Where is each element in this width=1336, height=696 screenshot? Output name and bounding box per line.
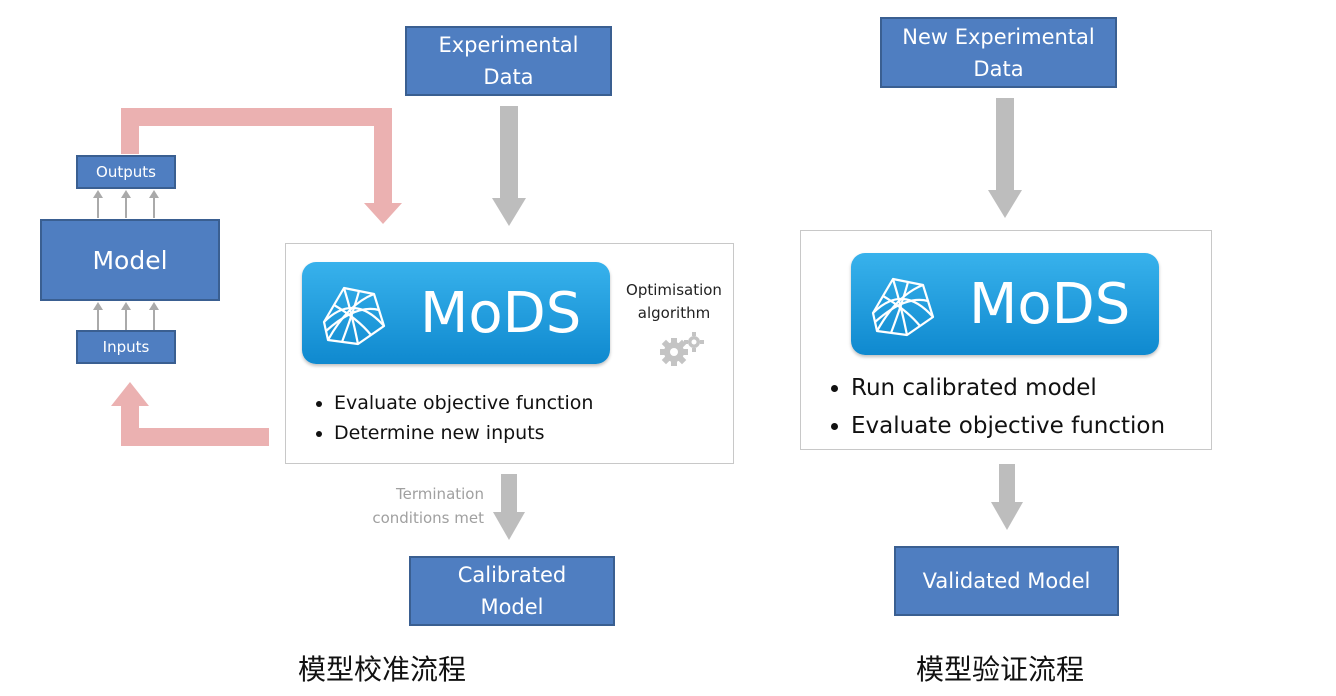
- mods-banner: MoDS: [302, 262, 610, 364]
- validation-bullets: Run calibrated model Evaluate objective …: [825, 369, 1165, 445]
- arrow-mods-to-calibrated: [493, 474, 525, 540]
- optimisation-label: Optimisation algorithm: [626, 281, 722, 322]
- mods-banner-validation: MoDS: [851, 253, 1159, 355]
- calibration-caption: 模型校准流程: [298, 653, 467, 686]
- bullet-evaluate-validation: Evaluate objective function: [851, 407, 1165, 445]
- mods-mesh-icon: [322, 286, 386, 346]
- arrow-data-to-mods: [492, 106, 526, 226]
- arrow-newdata-to-mods: [988, 98, 1022, 218]
- gears-icon: [660, 332, 704, 366]
- mods-title: MoDS: [420, 280, 582, 346]
- arrow-mods-to-validated: [991, 464, 1023, 530]
- new-experimental-data-box: New Experimental Data: [880, 17, 1117, 88]
- termination-label: Termination conditions met: [372, 485, 484, 527]
- mods-mesh-icon: [871, 277, 935, 337]
- calibrated-model-box: Calibrated Model: [409, 556, 615, 626]
- flow-arrows: [492, 98, 1023, 540]
- bullet-determine: Determine new inputs: [334, 418, 593, 448]
- experimental-data-box: Experimental Data: [405, 26, 612, 96]
- calibration-panel: MoDS Optimisation algorithm Evaluate obj…: [285, 243, 734, 464]
- outputs-box: Outputs: [76, 155, 176, 189]
- calibration-bullets: Evaluate objective function Determine ne…: [308, 388, 593, 448]
- validated-model-box: Validated Model: [894, 546, 1119, 616]
- validation-panel: MoDS Run calibrated model Evaluate objec…: [800, 230, 1212, 450]
- validation-caption: 模型验证流程: [916, 653, 1085, 686]
- inputs-box: Inputs: [76, 330, 176, 364]
- bullet-run-model: Run calibrated model: [851, 369, 1165, 407]
- feedback-loop-arrow: [111, 108, 402, 446]
- bullet-evaluate: Evaluate objective function: [334, 388, 593, 418]
- model-box: Model: [40, 219, 220, 301]
- model-io-arrows: [93, 190, 159, 330]
- mods-title-validation: MoDS: [969, 271, 1131, 337]
